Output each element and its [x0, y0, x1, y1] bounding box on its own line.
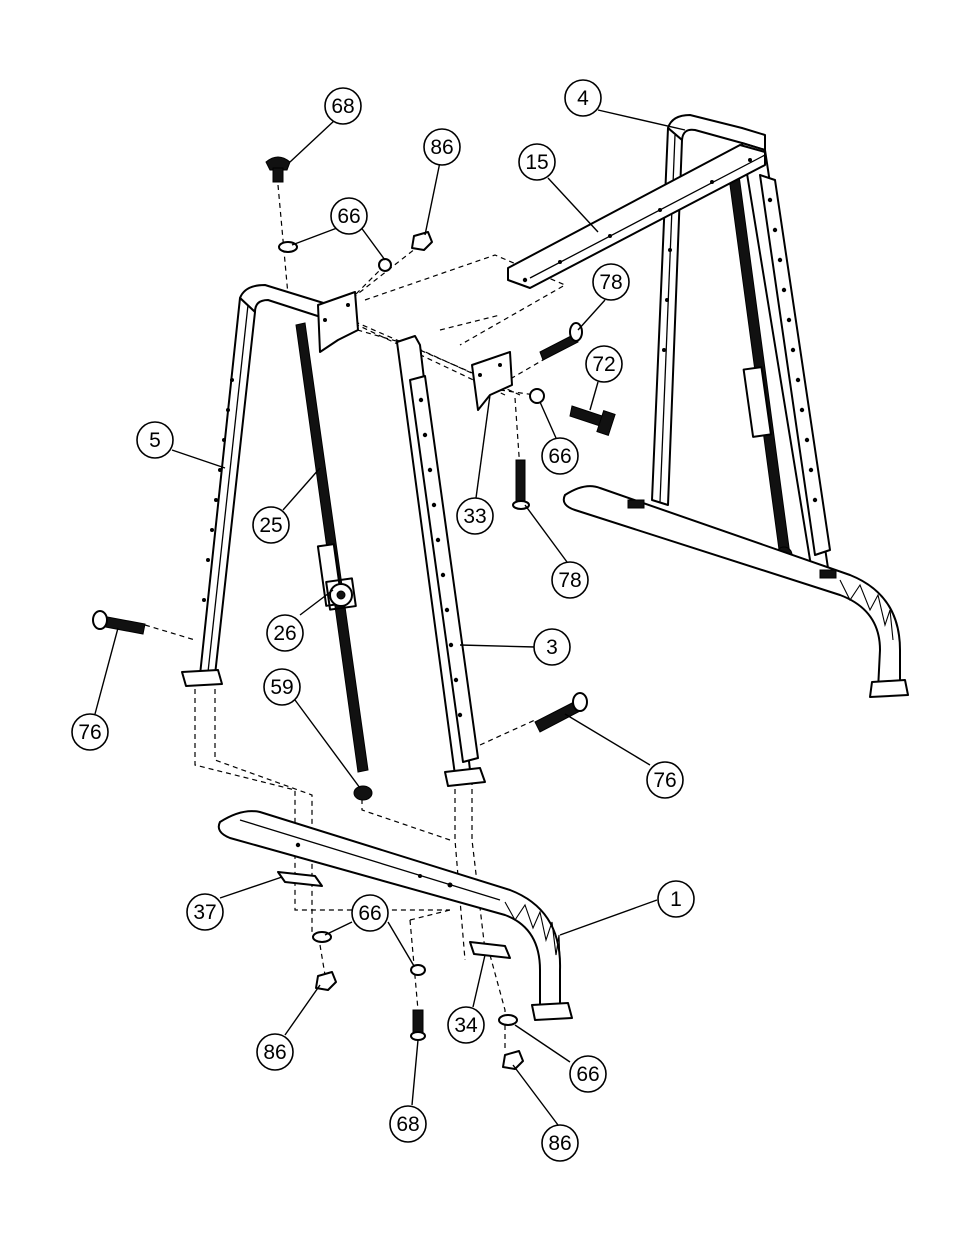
svg-text:5: 5: [149, 429, 161, 452]
cable-25: [295, 322, 369, 773]
front-base-1: [217, 810, 573, 1021]
svg-text:76: 76: [653, 769, 676, 792]
callout-37: 37: [186, 893, 224, 931]
callout-86-bottom-left: 86: [256, 1033, 294, 1071]
leader-lines: [94, 109, 686, 1126]
svg-text:78: 78: [558, 569, 581, 592]
top-crossbar-15: [507, 144, 766, 289]
rear-a-frame: [562, 114, 909, 698]
svg-text:86: 86: [548, 1132, 571, 1155]
callout-76-left: 76: [71, 713, 109, 751]
plate-37: [277, 871, 323, 887]
callout-78-mid: 78: [551, 561, 589, 599]
svg-text:76: 76: [78, 721, 101, 744]
svg-text:78: 78: [599, 271, 622, 294]
callout-25: 25: [252, 506, 290, 544]
svg-text:66: 66: [358, 902, 381, 925]
svg-text:26: 26: [273, 622, 296, 645]
callout-66-top: 66: [330, 197, 368, 235]
callout-78-top: 78: [592, 263, 630, 301]
svg-text:72: 72: [592, 353, 615, 376]
svg-text:68: 68: [331, 95, 354, 118]
svg-text:86: 86: [430, 136, 453, 159]
callout-66-bottom-right: 66: [569, 1055, 607, 1093]
callout-68-top: 68: [324, 87, 362, 125]
svg-text:34: 34: [454, 1014, 478, 1037]
callout-4: 4: [564, 79, 602, 117]
callout-76-right: 76: [646, 761, 684, 799]
svg-text:15: 15: [525, 151, 548, 174]
callout-68-bottom: 68: [389, 1105, 427, 1143]
callout-15: 15: [518, 143, 556, 181]
callout-86-top: 86: [423, 128, 461, 166]
callout-66-mid: 66: [541, 437, 579, 475]
bracket-plates: [317, 291, 513, 411]
callout-86-bottom: 86: [541, 1124, 579, 1162]
svg-text:68: 68: [396, 1113, 419, 1136]
callout-26: 26: [266, 614, 304, 652]
callout-5: 5: [136, 421, 174, 459]
callout-66-bottom-left: 66: [351, 894, 389, 932]
svg-text:59: 59: [270, 676, 293, 699]
callout-33: 33: [456, 497, 494, 535]
callout-3: 3: [533, 628, 571, 666]
svg-text:37: 37: [193, 901, 216, 924]
callout-1: 1: [657, 880, 695, 918]
svg-text:66: 66: [548, 445, 571, 468]
svg-text:33: 33: [463, 505, 486, 528]
svg-text:1: 1: [670, 888, 682, 911]
svg-text:3: 3: [546, 636, 558, 659]
nut-59: [353, 785, 373, 801]
svg-text:25: 25: [259, 514, 282, 537]
callout-59: 59: [263, 668, 301, 706]
svg-text:66: 66: [576, 1063, 599, 1086]
plate-34: [469, 941, 511, 959]
upright-3: [396, 335, 486, 787]
callout-72: 72: [585, 345, 623, 383]
svg-text:66: 66: [337, 205, 360, 228]
svg-text:4: 4: [577, 87, 589, 110]
callout-34: 34: [447, 1006, 485, 1044]
svg-text:86: 86: [263, 1041, 286, 1064]
fasteners: [92, 156, 616, 1070]
